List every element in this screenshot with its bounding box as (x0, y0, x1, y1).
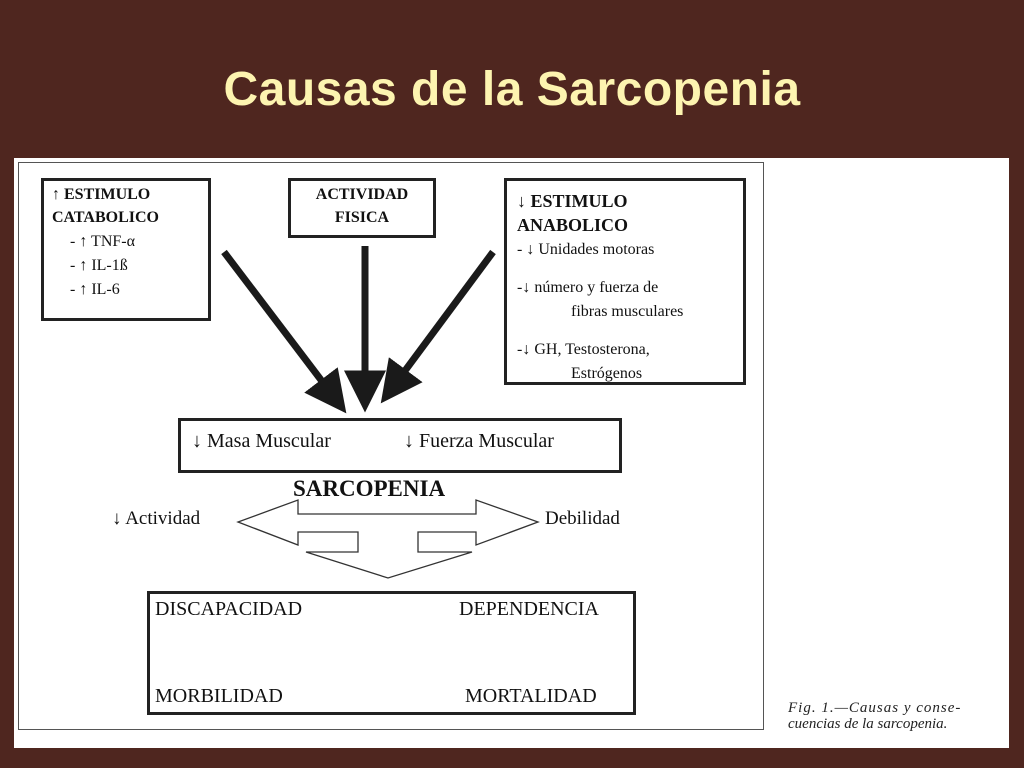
catabolic-heading-2: CATABOLICO (52, 209, 159, 226)
slide-title: Causas de la Sarcopenia (223, 63, 801, 116)
anabolic-heading-2: ANABOLICO (517, 215, 629, 235)
catabolic-item-tnf: - ↑ TNF-α (70, 233, 135, 250)
activity-line1: ACTIVIDAD (315, 186, 409, 203)
anabolic-item-hormones: -↓ GH, Testosterona, (517, 341, 650, 358)
figure-caption: Fig. 1.—Causas y conse- cuencias de la s… (788, 700, 1008, 732)
muscle-strength-label: ↓ Fuerza Muscular (404, 430, 554, 452)
activity-line2: FISICA (334, 209, 390, 226)
block-arrow-shape (236, 499, 540, 579)
muscle-mass-label: ↓ Masa Muscular (192, 430, 331, 452)
outcome-disability: DISCAPACIDAD (155, 598, 303, 620)
outcome-mortality: MORTALIDAD (465, 685, 597, 707)
weakness-label: Debilidad (545, 508, 620, 529)
caption-line1: Fig. 1.—Causas y conse- (788, 700, 962, 716)
catabolic-item-il1: - ↑ IL-1ß (70, 257, 128, 274)
caption-line2: cuencias de la sarcopenia. (788, 716, 948, 732)
anabolic-heading: ↓ ESTIMULO (517, 191, 628, 211)
figure-frame (18, 162, 764, 730)
outcomes-box (147, 591, 636, 715)
anabolic-item-fibers: -↓ número y fuerza de (517, 279, 659, 296)
outcome-dependence: DEPENDENCIA (459, 598, 599, 620)
activity-box (288, 178, 436, 238)
anabolic-item-units: - ↓ Unidades motoras (517, 241, 655, 258)
anabolic-item-hormones-2: Estrógenos (571, 365, 643, 382)
muscle-box (178, 418, 622, 473)
activity-decrease-label: ↓ Actividad (112, 508, 201, 529)
catabolic-box (41, 178, 211, 321)
anabolic-box: ↓ ESTIMULO ANABOLICO - ↓ Unidades motora… (504, 178, 746, 385)
outcome-morbidity: MORBILIDAD (155, 685, 283, 707)
catabolic-heading: ↑ ESTIMULO (52, 186, 151, 203)
arrow-anabolic (380, 249, 496, 404)
arrow-catabolic (221, 249, 347, 414)
sarcopenia-label: SARCOPENIA (293, 476, 446, 501)
catabolic-item-il6: - ↑ IL-6 (70, 281, 120, 298)
anabolic-item-fibers-2: fibras musculares (571, 303, 684, 320)
